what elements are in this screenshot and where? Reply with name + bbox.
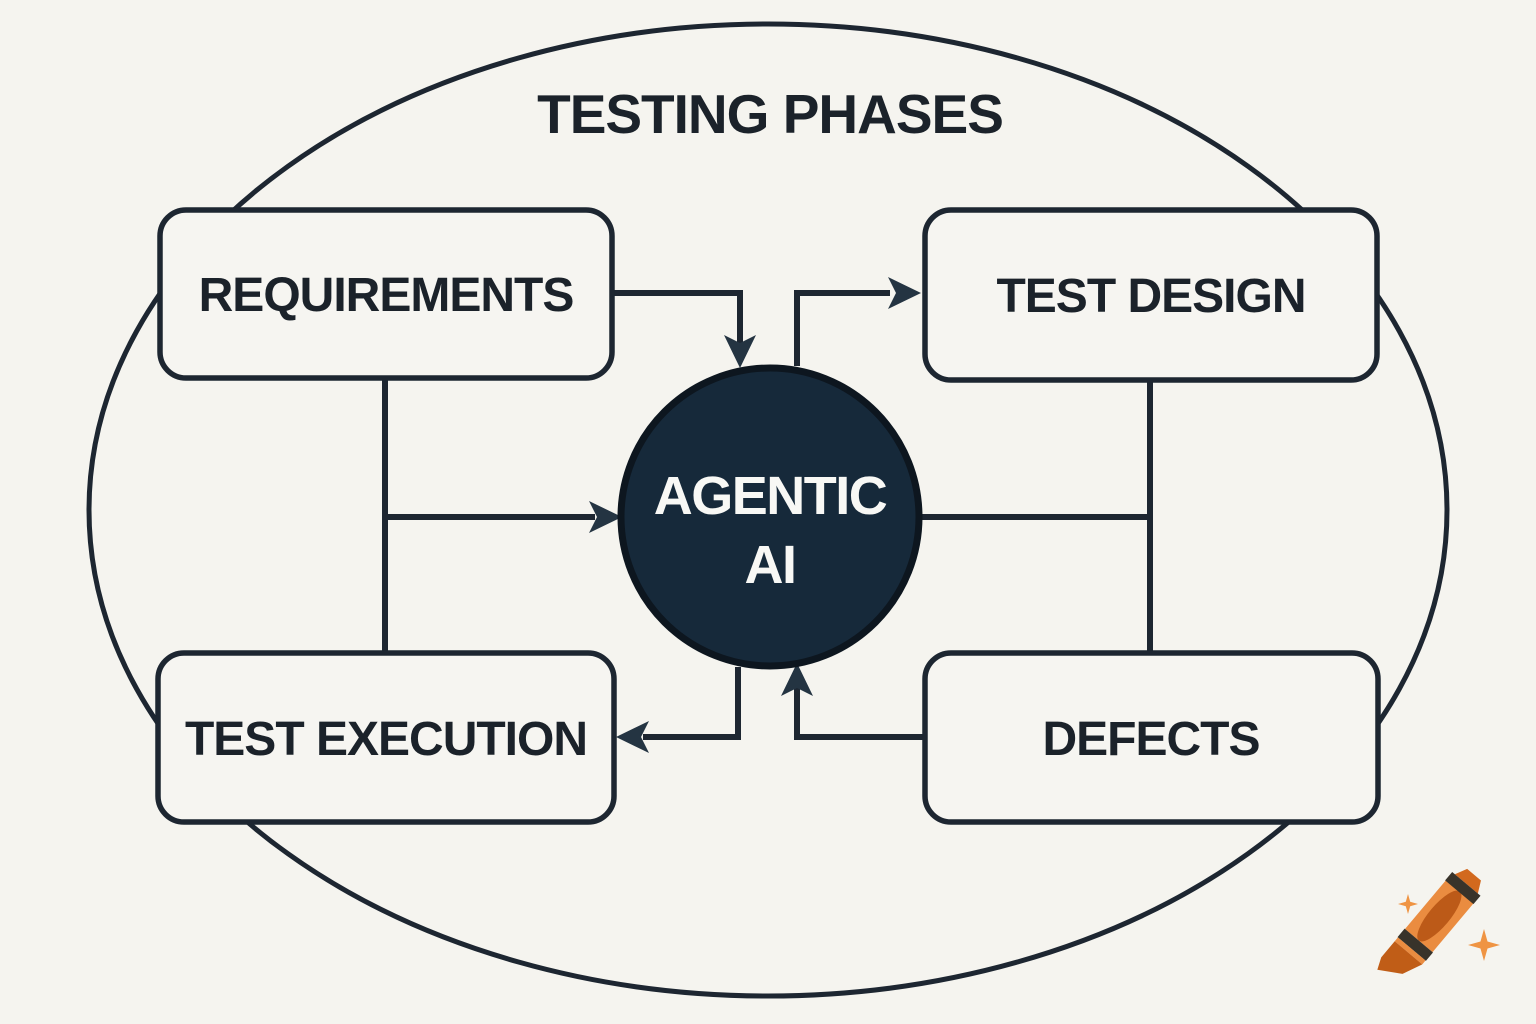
crayon-cap xyxy=(1454,868,1481,894)
agentic-ai-label-line2: AI xyxy=(745,535,796,595)
arrowhead-into-ai-top xyxy=(724,335,756,368)
test-execution-box xyxy=(155,650,617,825)
agentic-ai-node xyxy=(617,364,923,670)
edge-arrowheads xyxy=(589,277,921,753)
phase-boxes xyxy=(155,207,1381,825)
crayon-body-oval xyxy=(1417,890,1462,942)
arrowhead-into-test-design xyxy=(888,277,921,309)
arrowhead-into-ai-left xyxy=(589,501,622,533)
sparkle-icon-large xyxy=(1468,929,1500,961)
arrowhead-into-ai-bottom xyxy=(781,663,813,696)
edge-lines xyxy=(382,290,1153,740)
crayon-icon xyxy=(1377,868,1481,974)
crayon-body-lower xyxy=(1394,937,1426,965)
edge-requirements-to-ai xyxy=(612,290,743,346)
crayon-band-bottom xyxy=(1397,928,1433,961)
agentic-ai-circle xyxy=(617,364,923,670)
requirements-box xyxy=(157,207,615,381)
edge-ai-to-test-design xyxy=(794,290,890,366)
diagram-title: TESTING PHASES xyxy=(537,83,1003,145)
requirements-label: REQUIREMENTS xyxy=(199,269,574,322)
crayon-band-top xyxy=(1445,871,1481,905)
test-design-label: TEST DESIGN xyxy=(996,270,1305,323)
sparkle-icon-small xyxy=(1398,894,1418,914)
defects-label: DEFECTS xyxy=(1042,713,1259,766)
test-design-box xyxy=(922,207,1380,383)
edge-defects-to-ai xyxy=(794,687,925,740)
cycle-ellipse xyxy=(86,21,1450,999)
agentic-ai-label-line1: AGENTIC xyxy=(654,466,887,526)
crayon-logo xyxy=(1377,868,1500,974)
crayon-tip xyxy=(1377,941,1423,974)
defects-box xyxy=(922,650,1381,825)
edge-ai-to-test-execution xyxy=(643,667,741,740)
test-execution-label: TEST EXECUTION xyxy=(185,713,587,766)
arrowhead-into-test-execution xyxy=(616,721,649,753)
